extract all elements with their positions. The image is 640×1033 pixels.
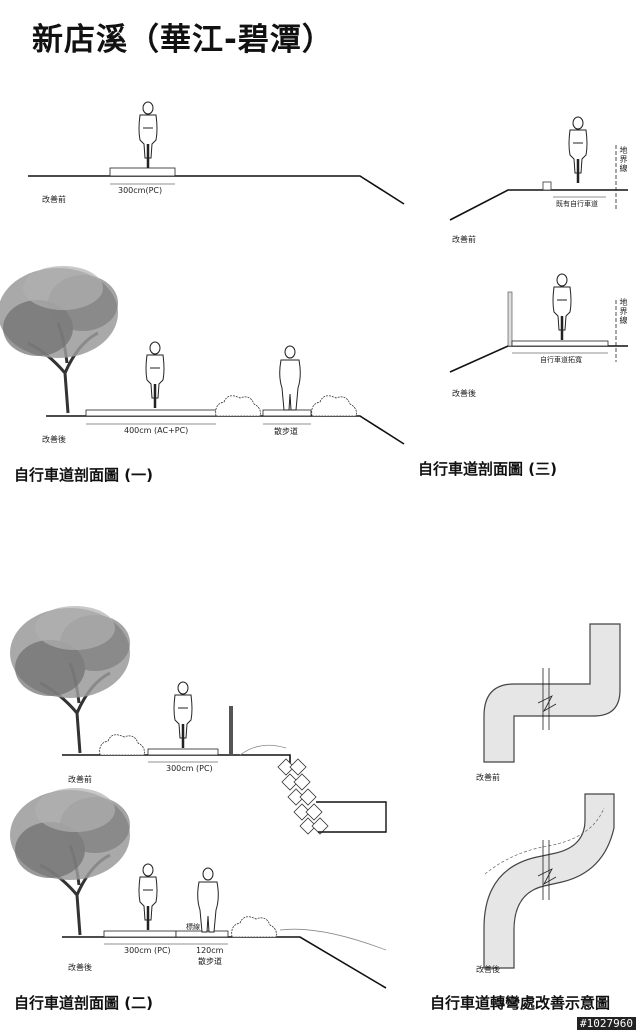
s3-after-boundary: 地界線: [619, 298, 628, 325]
s1-caption: 自行車道剖面圖 (一): [14, 466, 153, 484]
s1-after-label: 改善後: [42, 435, 66, 444]
s2-walk-width: 120cm: [196, 946, 224, 955]
s2-after-label: 改善後: [68, 963, 92, 972]
s3-widened-lane: 自行車道拓寬: [540, 356, 582, 364]
s2-before-label: 改善前: [68, 775, 92, 784]
s2-walkway: 散步道: [198, 957, 222, 966]
s3-caption: 自行車道剖面圖 (三): [418, 460, 557, 478]
s2-after-width: 300cm (PC): [124, 946, 171, 955]
watermark-id: #1027960: [577, 1017, 636, 1030]
s1-walkway: 散步道: [274, 427, 298, 436]
s2-before-width: 300cm (PC): [166, 764, 213, 773]
s4-caption: 自行車道轉彎處改善示意圖: [430, 994, 611, 1012]
s4-before-label: 改善前: [476, 773, 500, 782]
page-title: 新店溪（華江-碧潭）: [32, 22, 334, 58]
s3-before-label: 改善前: [452, 235, 476, 244]
s3-before-boundary: 地界線: [619, 146, 628, 173]
s1-after-width: 400cm (AC+PC): [124, 426, 189, 435]
s1-before-width: 300cm(PC): [118, 186, 163, 195]
s4-after-label: 改善後: [476, 965, 500, 974]
s2-caption: 自行車道剖面圖 (二): [14, 994, 153, 1012]
s1-before-label: 改善前: [42, 195, 66, 204]
s3-after-label: 改善後: [452, 389, 476, 398]
s3-existing-lane: 既有自行車道: [556, 200, 598, 208]
s2-marking: 標線: [186, 923, 200, 931]
